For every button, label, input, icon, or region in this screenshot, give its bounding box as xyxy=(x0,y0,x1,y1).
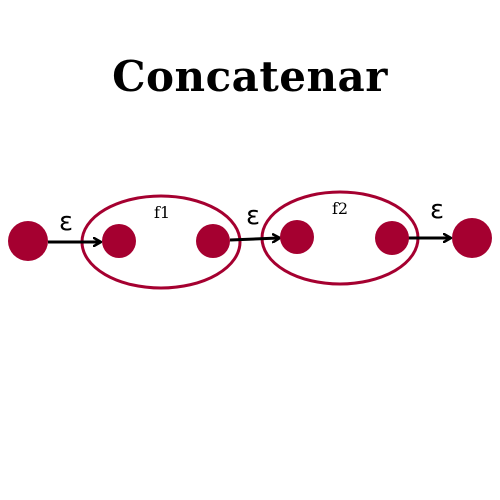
state-node-f1-out xyxy=(196,224,230,258)
epsilon-label-middle: ε xyxy=(246,201,260,231)
automaton-f1-label: f1 xyxy=(154,203,170,222)
epsilon-label-end: ε xyxy=(430,195,444,225)
epsilon-label-start: ε xyxy=(59,207,73,237)
page-title: Concatenar xyxy=(112,52,388,101)
state-node-f2-out xyxy=(375,221,409,255)
automaton-f2-label: f2 xyxy=(332,199,348,218)
state-node-f2-in xyxy=(280,220,314,254)
state-node-end xyxy=(452,218,492,258)
transition-arrow-middle xyxy=(229,238,279,240)
state-node-start xyxy=(8,221,48,261)
state-node-f1-in xyxy=(102,224,136,258)
